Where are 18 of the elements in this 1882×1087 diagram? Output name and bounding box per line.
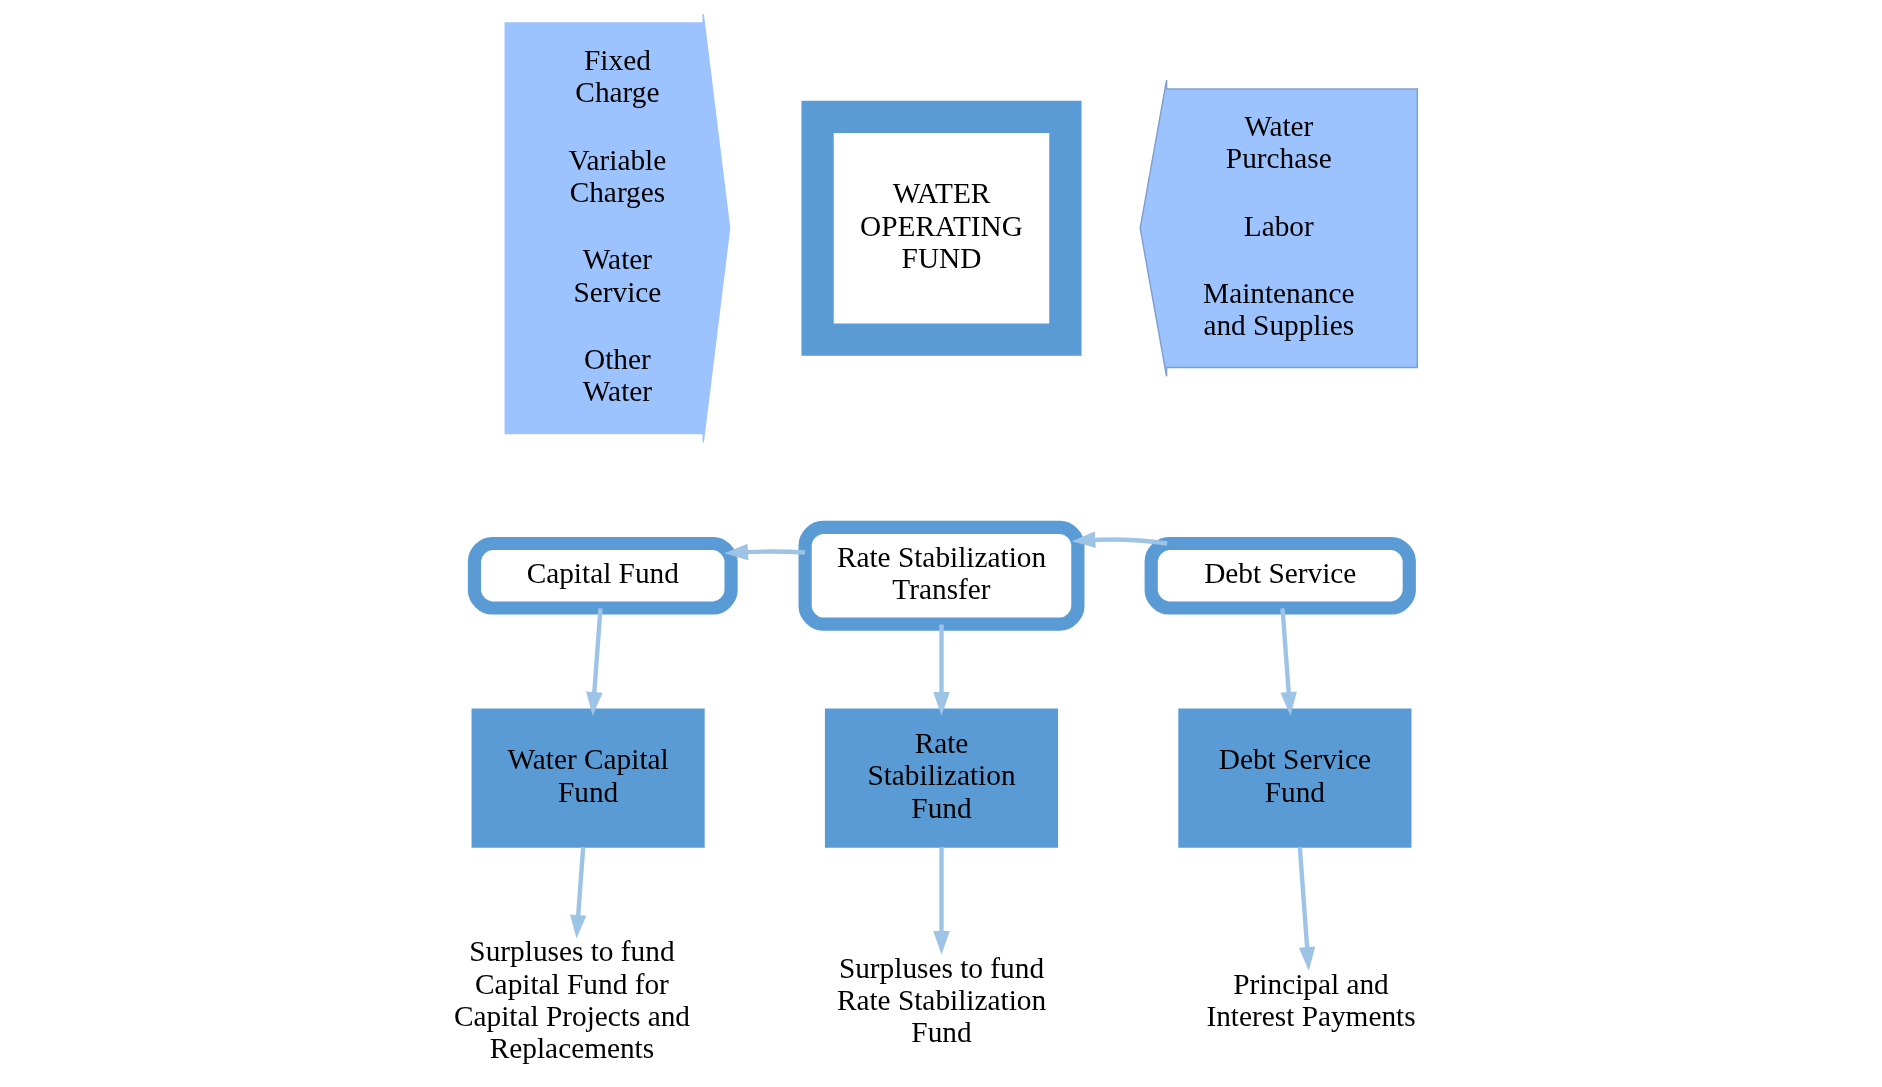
arrow [932, 624, 950, 716]
arrow [585, 608, 603, 716]
node-text: Surpluses to fund Rate Stabilization Fund [836, 951, 1046, 1049]
node-box: Debt Service [1144, 536, 1416, 615]
node-text: Surpluses to fund Capital Fund for Capital Projects and Replacements [453, 935, 690, 1065]
arrow [569, 847, 586, 939]
arrow [1279, 608, 1297, 716]
node-text: Principal and Interest Payments [1205, 967, 1416, 1032]
node-box: WATER OPERATING FUND [800, 100, 1082, 356]
arrow [723, 543, 805, 561]
arrow [1297, 847, 1315, 971]
node-box: Debt Service Fund [1177, 708, 1411, 848]
arrow [932, 847, 950, 955]
node-box: Rate Stabilization Fund [824, 708, 1058, 848]
node-box: Rate Stabilization Transfer [798, 520, 1084, 631]
arrow [1071, 531, 1167, 548]
node-box: Capital Fund [467, 536, 738, 615]
node-box: Water Capital Fund [471, 708, 705, 848]
